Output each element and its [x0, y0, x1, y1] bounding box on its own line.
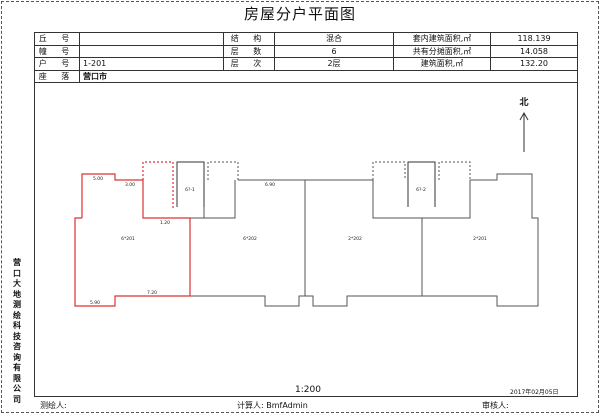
unit-label: 6*201 — [121, 236, 135, 242]
stair-label: 6?-1 — [185, 187, 195, 193]
north-label: 北 — [519, 96, 528, 108]
dimension-label: 3.00 — [125, 182, 135, 188]
dimension-label: 1.20 — [160, 220, 170, 226]
dimension-label: 5.00 — [93, 176, 103, 182]
drawing-area — [34, 83, 578, 397]
stair-label: 6?-2 — [416, 187, 426, 193]
unit-label: 2*201 — [473, 236, 487, 242]
scale-label: 1:200 — [295, 385, 321, 395]
document-title: 房屋分户平面图 — [243, 5, 356, 23]
building-outline — [147, 161, 539, 307]
north-arrow-icon — [519, 111, 529, 121]
dimension-label: 5.90 — [90, 300, 100, 306]
surveyor-label: 测绘人: — [40, 401, 67, 410]
calculator-label: 计算人: BmfAdmin — [237, 401, 308, 410]
unit-label: 2*202 — [348, 236, 362, 242]
unit-label: 6*202 — [243, 236, 257, 242]
date-label: 2017年02月05日 — [510, 389, 559, 396]
dimension-label: 6.90 — [265, 182, 275, 188]
address-value: 营口市 — [79, 69, 578, 83]
dimension-label: 7.20 — [147, 290, 157, 296]
north-arrow: 北 — [519, 96, 529, 152]
reviewer-label: 审核人: — [482, 401, 509, 410]
selected-unit-outline — [74, 161, 191, 307]
company-name: 营口大地测绘科技咨询有限公司 — [13, 258, 21, 404]
label: 座 落 — [34, 69, 80, 83]
